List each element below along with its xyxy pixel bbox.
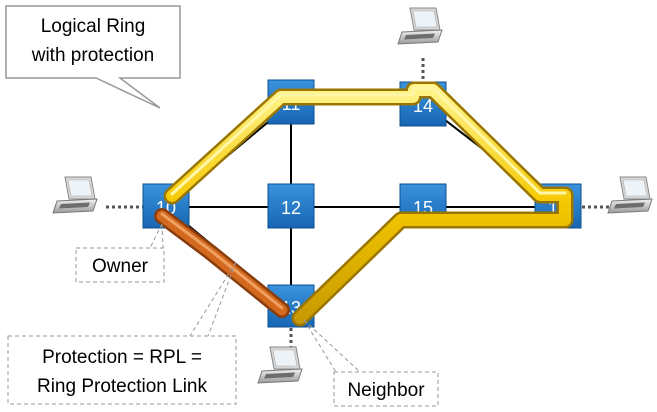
logical-ring	[163, 81, 574, 327]
callout-title-line-2: with protection	[31, 45, 155, 66]
host-links	[106, 58, 610, 357]
protection-callout: Protection = RPL = Ring Protection Link	[7, 261, 237, 405]
protection-label-line-1: Protection = RPL =	[42, 347, 202, 368]
laptop-icon	[257, 346, 303, 384]
rpl-link	[154, 208, 290, 318]
physical-links	[165, 102, 559, 311]
switch-nodes: 10 11 12 13 14 15 16	[142, 79, 582, 328]
laptop-icon	[52, 176, 98, 214]
switch-12-label: 12	[281, 198, 301, 218]
owner-label: Owner	[92, 256, 149, 277]
callout-title-line-1: Logical Ring	[41, 16, 146, 37]
laptop-icon	[607, 176, 653, 214]
switch-12[interactable]: 12	[267, 183, 315, 229]
neighbor-label: Neighbor	[347, 380, 425, 401]
protection-label-line-2: Ring Protection Link	[37, 376, 208, 397]
laptop-icon	[397, 7, 443, 45]
owner-callout: Owner	[75, 223, 165, 283]
callout-logical-ring: Logical Ring with protection	[5, 5, 181, 109]
neighbor-callout: Neighbor	[303, 319, 439, 407]
